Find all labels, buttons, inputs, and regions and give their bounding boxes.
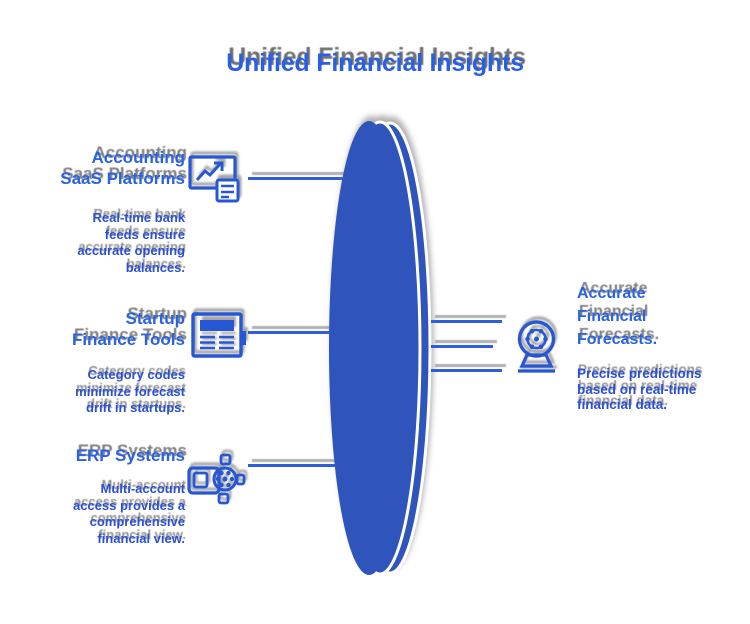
source-description-startup-finance-tools: Category codes minimize forecast drift i…: [75, 367, 185, 415]
module-gear-icon: [186, 444, 246, 506]
output-line-bottom: [431, 369, 502, 372]
output-line-middle: [431, 345, 493, 348]
connector-line-accounting-saas: [248, 177, 348, 180]
diagram-title: Unified Financial Insights: [226, 49, 524, 77]
connector-line-erp-systems: [248, 464, 341, 467]
source-description-erp-systems: Multi-account access provides a comprehe…: [72, 481, 185, 546]
ledger-spreadsheet-icon: [189, 309, 248, 363]
crystal-ball-icon: [513, 317, 560, 377]
convergence-lens: [320, 110, 442, 593]
source-heading-startup-finance-tools: Startup Finance Tools: [71, 309, 185, 349]
output-line-top: [431, 320, 502, 323]
connector-line-startup-finance: [248, 331, 334, 334]
source-description-accounting-saas-platforms: Real-time bank feeds ensure accurate ope…: [77, 210, 185, 275]
source-heading-accounting-saas-platforms: Accounting SaaS Platforms: [60, 148, 185, 188]
source-heading-erp-systems: ERP Systems: [75, 446, 185, 465]
outcome-heading-accurate-financial-forecasts: Accurate Financial Forecasts.: [577, 285, 658, 348]
trend-chart-receipt-icon: [188, 154, 240, 204]
outcome-description-accurate-financial-forecasts: Precise predictions based on real-time f…: [577, 366, 702, 412]
